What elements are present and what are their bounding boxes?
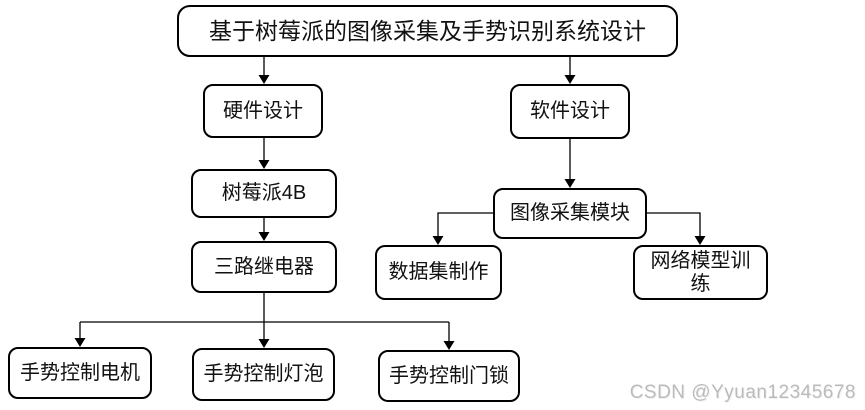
node-software-design: 软件设计 [510,84,630,139]
node-three-way-relay: 三路继电器 [191,241,337,293]
edge-image-dataset-line [437,212,493,237]
node-image-capture-module: 图像采集模块 [493,188,647,239]
node-system-title: 基于树莓派的图像采集及手势识别系统设计 [177,5,678,57]
node-gesture-control-lock: 手势控制门锁 [378,350,520,402]
node-gesture-control-motor: 手势控制电机 [8,347,152,399]
node-network-model-training: 网络模型训练 [633,245,768,300]
node-raspberry-pi-4b: 树莓派4B [191,169,337,218]
edge-software-image-arrowhead-icon [564,179,576,188]
node-hardware-design: 硬件设计 [203,84,323,138]
edge-image-dataset-arrowhead-icon [432,236,444,245]
edge-title-hardware-arrowhead-icon [258,75,270,84]
edge-hardware-raspberry-arrowhead-icon [258,160,270,169]
edge-relay-bulb-arrowhead-icon [258,339,270,348]
edge-relay-motor-arrowhead-icon [74,338,86,347]
edge-title-software-arrowhead-icon [564,75,576,84]
edge-image-network-arrowhead-icon [694,236,706,245]
node-dataset-creation: 数据集制作 [375,245,502,300]
csdn-watermark: CSDN @Yyuan12345678 [629,382,856,403]
edge-image-network-line [647,212,701,237]
edge-raspberry-relay-arrowhead-icon [258,232,270,241]
node-gesture-control-bulb: 手势控制灯泡 [192,348,335,401]
edge-relay-lock-arrowhead-icon [443,341,455,350]
